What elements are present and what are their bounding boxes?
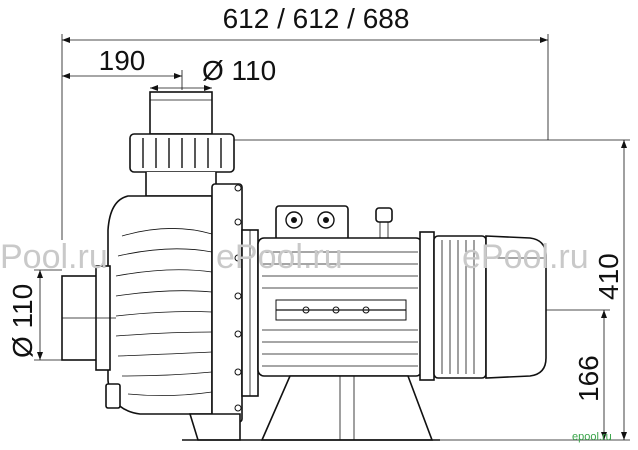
dimension-inlet-offset <box>62 70 183 90</box>
pump-base <box>182 375 440 441</box>
pump-flange <box>211 183 259 423</box>
label-side-diameter: Ø 110 <box>7 284 38 358</box>
label-overall-height: 410 <box>593 253 624 300</box>
dimension-top-diameter <box>150 85 212 91</box>
pump-housing <box>105 195 213 415</box>
label-total-length: 612 / 612 / 688 <box>223 3 410 34</box>
terminal-box <box>275 205 393 241</box>
side-inlet-pipe <box>61 265 116 371</box>
watermark-right: ePool.ru <box>462 238 589 276</box>
watermark-left: Pool.ru <box>0 238 108 276</box>
motor-body <box>257 237 423 377</box>
label-axis-height: 166 <box>573 355 604 402</box>
dimension-overall-height <box>230 139 630 441</box>
top-outlet-pipe <box>129 91 235 197</box>
label-inlet-offset: 190 <box>99 45 146 76</box>
watermark-center: ePool.ru <box>216 238 343 276</box>
brand-mark: epool.ru <box>572 431 612 443</box>
fan-cover <box>419 231 547 381</box>
label-top-diameter: Ø 110 <box>202 55 276 86</box>
dimension-total-length <box>61 34 549 240</box>
dimension-side-diameter <box>34 269 62 361</box>
